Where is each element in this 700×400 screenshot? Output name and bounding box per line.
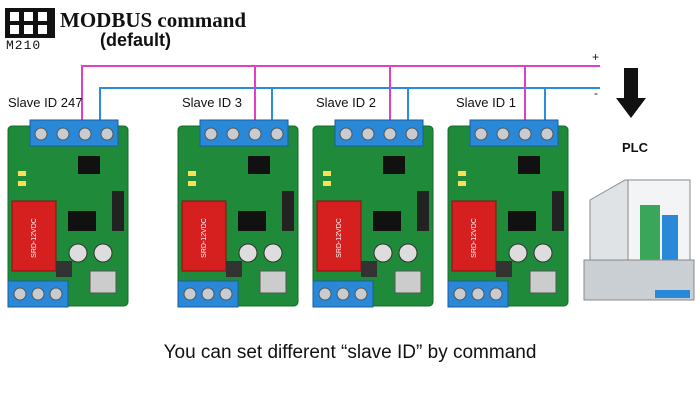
page-subtitle: (default): [100, 30, 171, 50]
slave-label-2: Slave ID 2: [316, 95, 376, 110]
bus-lines: [81, 65, 600, 128]
slave-label-247: Slave ID 247: [8, 95, 83, 110]
slave-label-3: Slave ID 3: [182, 95, 242, 110]
relay-board-2: [312, 119, 434, 308]
bus-minus-label: -: [594, 86, 598, 100]
plc-device: [583, 179, 695, 301]
bus-plus-label: +: [592, 50, 600, 64]
arrow-down-icon: [616, 68, 646, 118]
logo-icon: [5, 8, 55, 38]
relay-board-3: [177, 119, 299, 308]
page-title: MODBUS command: [60, 8, 247, 32]
relay-board-1: [447, 119, 569, 308]
bus-minus-line: [99, 87, 600, 128]
bus-plus-line: [81, 65, 600, 128]
plc-label: PLC: [622, 140, 648, 155]
relay-board-247: [7, 119, 129, 308]
caption: You can set different “slave ID” by comm…: [163, 342, 537, 363]
model-label: M210: [6, 38, 42, 53]
slave-label-1: Slave ID 1: [456, 95, 516, 110]
